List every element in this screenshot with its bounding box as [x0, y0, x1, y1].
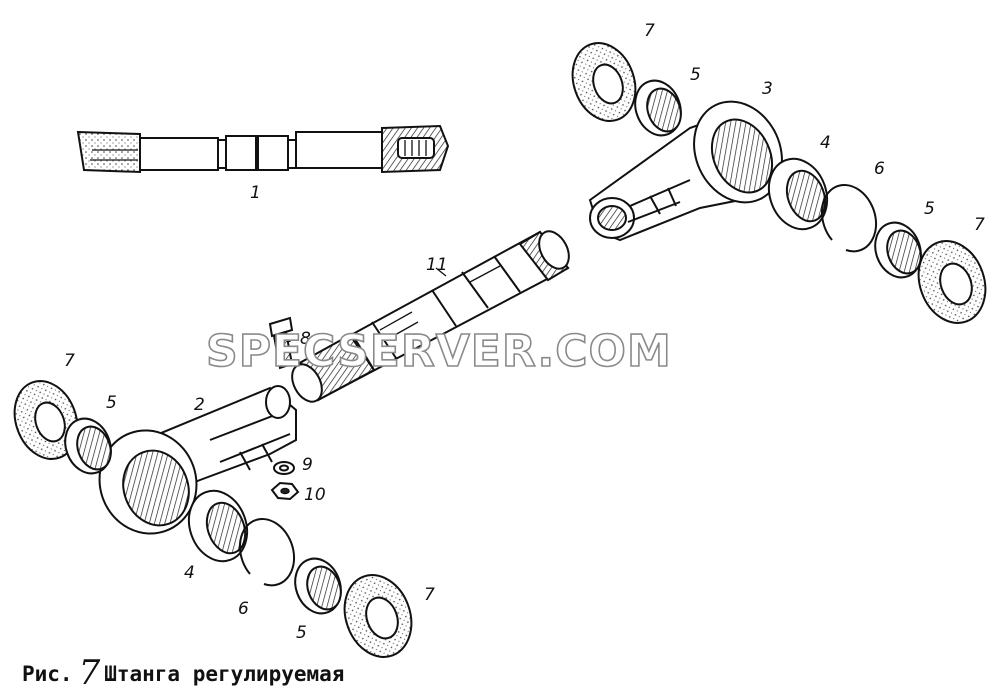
- washer: [273, 461, 295, 475]
- threaded-shaft: [291, 230, 570, 403]
- upper-head: [588, 100, 783, 242]
- callout-lower-inner-ring-bottom: 5: [296, 623, 307, 643]
- callout-upper-head: 3: [762, 79, 773, 99]
- lower-inner-ring-top: [64, 417, 112, 475]
- upper-inner-ring-top: [634, 79, 682, 137]
- watermark: SPECSERVER.COM: [206, 326, 672, 377]
- upper-inner-ring-bottom: [874, 221, 922, 279]
- lower-inner-ring-bottom: [294, 557, 342, 615]
- callout-bolt: 8: [300, 329, 311, 349]
- callout-lower-bearing: 4: [184, 563, 195, 583]
- callout-lower-snap-ring: 6: [238, 599, 249, 619]
- lower-bearing: [187, 489, 249, 563]
- callout-nut: 10: [304, 485, 326, 505]
- lower-seal-bottom: [343, 574, 413, 658]
- upper-seal-bottom: [917, 240, 987, 324]
- callout-lower-seal-top: 7: [64, 351, 75, 371]
- caption-number: 7: [78, 653, 101, 693]
- upper-seal-top: [571, 42, 637, 122]
- callout-lower-inner-ring-top: 5: [106, 393, 117, 413]
- lower-head: [98, 385, 297, 535]
- leader-lines: [287, 267, 447, 343]
- callout-upper-inner-ring-top: 5: [690, 65, 701, 85]
- caption-prefix: Рис.: [22, 662, 73, 686]
- rod: [76, 124, 450, 174]
- callout-rod: 1: [250, 183, 261, 203]
- bolt: [268, 316, 294, 370]
- callout-lower-head: 2: [194, 395, 205, 415]
- callout-lower-seal-bottom: 7: [424, 585, 435, 605]
- caption-title: Штанга регулируемая: [104, 662, 345, 686]
- nut: [270, 481, 300, 501]
- lower-snap-ring: [238, 518, 296, 587]
- lower-seal-top: [13, 380, 79, 460]
- callout-upper-seal-top: 7: [644, 21, 655, 41]
- callout-upper-inner-ring-bottom: 5: [924, 199, 935, 219]
- callout-threaded-shaft: 11: [426, 255, 448, 275]
- upper-snap-ring: [820, 184, 878, 253]
- callout-upper-bearing: 4: [820, 133, 831, 153]
- upper-bearing: [767, 157, 829, 231]
- callout-upper-seal-bottom: 7: [974, 215, 985, 235]
- callout-washer: 9: [302, 455, 313, 475]
- callout-upper-snap-ring: 6: [874, 159, 885, 179]
